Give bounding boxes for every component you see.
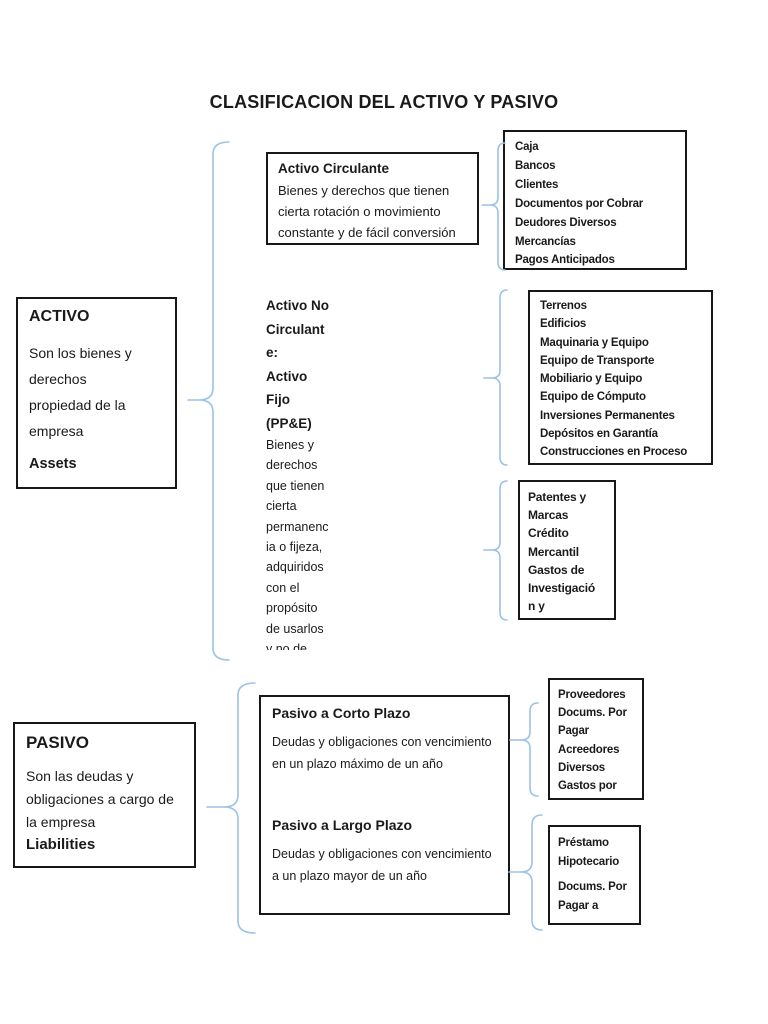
brace-pasivo: [206, 682, 256, 934]
pasivo-largo-body: Deudas y obligaciones con vencimiento a …: [272, 847, 492, 883]
activo-circulante-items-box: Caja Bancos Clientes Documentos por Cobr…: [503, 130, 687, 270]
activo-body: Son los bienes y derechos propiedad de l…: [29, 345, 132, 439]
activo-circulante-heading: Activo Circulante: [278, 161, 390, 176]
body-line: permanenc: [266, 519, 329, 534]
activo-fijo-items-box: Terrenos Edificios Maquinaria y Equipo E…: [528, 290, 713, 465]
brace-activo: [187, 141, 230, 661]
activo-footer: Assets: [29, 456, 77, 472]
activo-circulante-box: Activo Circulante Bienes y derechos que …: [266, 152, 479, 245]
pasivo-largo-heading: Pasivo a Largo Plazo: [272, 817, 413, 833]
list-item: Gastos de: [528, 562, 585, 577]
activo-no-circulante-text: Activo No Circulant e: Activo Fijo (PP&E…: [266, 294, 384, 650]
list-item: Edificios: [540, 318, 587, 331]
list-item: Bancos: [515, 159, 556, 172]
pasivo-corto-heading: Pasivo a Corto Plazo: [272, 705, 411, 721]
list-item: Diversos: [558, 761, 605, 774]
page-title: CLASIFICACION DEL ACTIVO Y PASIVO: [209, 92, 559, 112]
body-line: propósito: [266, 601, 318, 616]
list-item: Clientes: [515, 178, 559, 191]
heading-line: Activo: [266, 368, 308, 384]
list-item: Pagar a: [558, 899, 599, 912]
brace-prestamo-list: [508, 814, 543, 931]
pasivo-heading: PASIVO: [26, 733, 89, 752]
list-item: Equipo de Cómputo: [540, 391, 646, 404]
heading-line: e:: [266, 345, 279, 360]
list-item: Proveedores: [558, 689, 626, 701]
list-item: Marcas: [528, 508, 569, 523]
body-line: cierta: [266, 499, 297, 514]
pasivo-plazos-box: Pasivo a Corto Plazo Deudas y obligacion…: [259, 695, 510, 915]
list-item: Depósitos en Garantía: [540, 428, 658, 441]
list-item: Terrenos: [540, 300, 587, 312]
activo-intangible-items-box: Patentes y Marcas Crédito Mercantil Gast…: [518, 480, 616, 620]
list-item: Docums. Por: [558, 707, 627, 720]
heading-line: (PP&E): [266, 415, 312, 431]
body-line: derechos: [266, 458, 318, 473]
heading-line: Fijo: [266, 392, 290, 407]
list-item: Pagos Anticipados: [515, 254, 615, 267]
pasivo-largo-items-box: Préstamo Hipotecario Docums. Por Pagar a: [548, 825, 641, 925]
body-line: que tienen: [266, 478, 325, 493]
list-item: Deudores Diversos: [515, 216, 617, 229]
activo-box: ACTIVO Son los bienes y derechos propied…: [16, 297, 177, 489]
list-item: Maquinaria y Equipo: [540, 336, 649, 349]
list-item: Investigació: [528, 581, 595, 596]
list-item: Equipo de Transporte: [540, 354, 655, 367]
list-item: Construcciones en Proceso: [540, 446, 688, 459]
body-line: y no de: [266, 642, 308, 650]
list-item: Crédito: [528, 526, 569, 541]
brace-patentes-list: [483, 480, 508, 621]
list-item: Préstamo: [558, 837, 609, 849]
list-item: Documentos por Cobrar: [515, 197, 644, 210]
pasivo-box: PASIVO Son las deudas y obligaciones a c…: [13, 722, 196, 868]
activo-heading: ACTIVO: [29, 308, 90, 325]
pasivo-corto-items-box: Proveedores Docums. Por Pagar Acreedores…: [548, 678, 644, 800]
body-line: Bienes y: [266, 438, 314, 452]
body-line: de usarlos: [266, 621, 324, 636]
body-line: adquiridos: [266, 560, 324, 575]
list-item: Pagar: [558, 725, 589, 738]
body-line: ia o fijeza,: [266, 540, 323, 555]
list-item: Patentes y: [528, 490, 587, 504]
list-item: Mercantil: [528, 544, 579, 559]
body-line: con el: [266, 580, 300, 595]
brace-terrenos-list: [483, 289, 508, 466]
brace-proveedores-list: [509, 702, 539, 797]
brace-caja-list: [481, 142, 506, 271]
list-item: Hipotecario: [558, 855, 620, 868]
list-item: Docums. Por: [558, 881, 627, 893]
activo-circulante-body: Bienes y derechos que tienen cierta rota…: [278, 183, 456, 240]
heading-line: Circulant: [266, 321, 325, 337]
pasivo-footer: Liabilities: [26, 836, 96, 853]
list-item: Mobiliario y Equipo: [540, 373, 643, 386]
pasivo-corto-body: Deudas y obligaciones con vencimiento en…: [272, 735, 492, 771]
list-item: Mercancías: [515, 235, 576, 248]
list-item: Acreedores: [558, 743, 620, 756]
list-item: Gastos por: [558, 780, 617, 793]
heading-line: Activo No: [266, 298, 330, 313]
list-item: n y: [528, 599, 545, 614]
pasivo-body: Son las deudas y obligaciones a cargo de…: [26, 768, 174, 830]
list-item: Inversiones Permanentes: [540, 409, 675, 422]
list-item: Caja: [515, 141, 539, 153]
